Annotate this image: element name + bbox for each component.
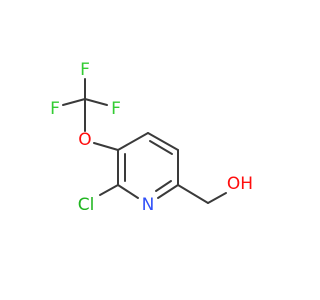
- bond-c-f-left: [62, 98, 86, 106]
- bonds: [62, 78, 227, 204]
- atom-labels: F F F O N Cl OH: [50, 60, 253, 215]
- atom-f-top: F: [80, 60, 90, 80]
- atom-o-ether: O: [78, 130, 91, 150]
- atom-oh: OH: [227, 174, 253, 194]
- bond-ch2-oh: [207, 192, 227, 204]
- bond-c6-ch2: [177, 184, 209, 204]
- molecule-structure: F F F O N Cl OH: [50, 60, 253, 215]
- atom-f-left: F: [50, 99, 60, 119]
- bond-ring-c4-c5-inner: [149, 140, 173, 155]
- bond-ring-c6-n-inner: [155, 180, 172, 192]
- atom-cl: Cl: [78, 195, 95, 215]
- bond-ring-n-c2: [117, 184, 139, 199]
- bond-c-cl: [99, 184, 119, 196]
- bond-ring-c3-c4: [117, 132, 149, 151]
- atom-n-ring: N: [142, 195, 155, 215]
- atom-f-right: F: [111, 99, 121, 119]
- bond-c-f-right: [84, 98, 108, 106]
- bond-ring-c6-n: [157, 184, 179, 199]
- bond-o-ring: [93, 142, 119, 151]
- bond-ring-c4-c5: [147, 132, 179, 151]
